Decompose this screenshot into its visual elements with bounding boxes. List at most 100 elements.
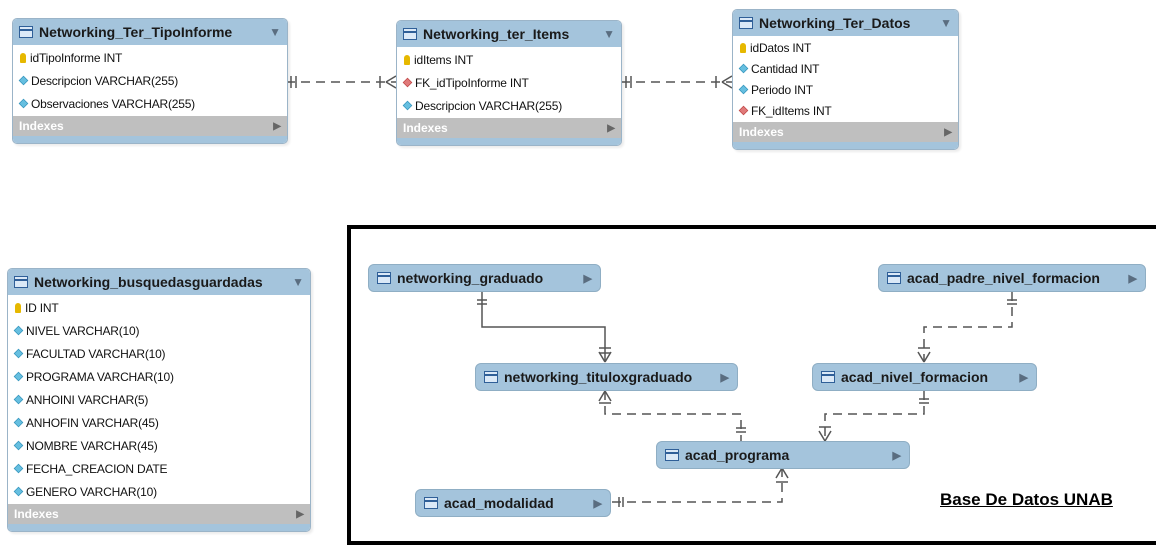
indexes-bar[interactable]: Indexes ▶ bbox=[8, 504, 310, 524]
expand-arrow-icon[interactable]: ▶ bbox=[273, 120, 281, 132]
rel-graduado-titulo bbox=[481, 292, 606, 362]
indexes-label: Indexes bbox=[403, 121, 448, 135]
column-label: Descripcion VARCHAR(255) bbox=[31, 73, 179, 88]
indexes-bar[interactable]: Indexes ▶ bbox=[13, 116, 287, 136]
table-acad-nivel-formacion[interactable]: acad_nivel_formacion ▶ bbox=[812, 363, 1037, 391]
column-row[interactable]: idDatos INT bbox=[733, 37, 958, 58]
expand-arrow-icon[interactable]: ▶ bbox=[296, 508, 304, 520]
primary-key-icon bbox=[15, 302, 21, 313]
table-icon bbox=[377, 272, 391, 284]
table-acad-programa[interactable]: acad_programa ▶ bbox=[656, 441, 910, 469]
expand-arrow-icon[interactable]: ▶ bbox=[1128, 272, 1137, 285]
column-label: idItems INT bbox=[414, 52, 474, 67]
column-icon bbox=[13, 325, 24, 336]
expand-arrow-icon[interactable]: ▶ bbox=[593, 497, 602, 510]
entity-tipo-informe[interactable]: Networking_Ter_TipoInforme ▼ idTipoInfor… bbox=[12, 18, 288, 144]
entity-title: Networking_ter_Items bbox=[423, 26, 570, 42]
indexes-bar[interactable]: Indexes ▶ bbox=[733, 122, 958, 142]
column-row[interactable]: Cantidad INT bbox=[733, 58, 958, 79]
primary-key-icon bbox=[20, 52, 26, 63]
table-title: networking_tituloxgraduado bbox=[504, 369, 693, 385]
column-row[interactable]: Descripcion VARCHAR(255) bbox=[13, 69, 287, 92]
column-icon bbox=[18, 98, 29, 109]
expand-arrow-icon[interactable]: ▶ bbox=[944, 126, 952, 138]
column-label: idDatos INT bbox=[750, 40, 812, 55]
entity-footer bbox=[8, 524, 310, 531]
entity-header[interactable]: Networking_busquedasguardadas ▼ bbox=[8, 269, 310, 295]
column-label: Cantidad INT bbox=[751, 61, 820, 76]
column-row[interactable]: ID INT bbox=[8, 296, 310, 319]
indexes-bar[interactable]: Indexes ▶ bbox=[397, 118, 621, 138]
column-row[interactable]: Observaciones VARCHAR(255) bbox=[13, 92, 287, 115]
column-row[interactable]: PROGRAMA VARCHAR(10) bbox=[8, 365, 310, 388]
column-icon bbox=[18, 75, 29, 86]
column-icon bbox=[13, 371, 24, 382]
table-icon bbox=[665, 449, 679, 461]
column-icon bbox=[402, 100, 413, 111]
entity-header[interactable]: Networking_Ter_TipoInforme ▼ bbox=[13, 19, 287, 45]
column-label: Observaciones VARCHAR(255) bbox=[31, 96, 195, 111]
chevron-down-icon[interactable]: ▼ bbox=[269, 25, 281, 39]
column-row[interactable]: NOMBRE VARCHAR(45) bbox=[8, 434, 310, 457]
expand-arrow-icon[interactable]: ▶ bbox=[583, 272, 592, 285]
relationship-lines bbox=[286, 75, 1017, 507]
indexes-label: Indexes bbox=[19, 119, 64, 133]
table-title: acad_modalidad bbox=[444, 495, 554, 511]
column-label: Descripcion VARCHAR(255) bbox=[415, 98, 563, 113]
column-row[interactable]: Periodo INT bbox=[733, 79, 958, 100]
column-row[interactable]: idItems INT bbox=[397, 48, 621, 71]
column-row[interactable]: idTipoInforme INT bbox=[13, 46, 287, 69]
indexes-label: Indexes bbox=[14, 507, 59, 521]
column-row[interactable]: FACULTAD VARCHAR(10) bbox=[8, 342, 310, 365]
entity-title: Networking_Ter_TipoInforme bbox=[39, 24, 233, 40]
foreign-key-icon bbox=[738, 105, 749, 116]
table-acad-padre-nivel-formacion[interactable]: acad_padre_nivel_formacion ▶ bbox=[878, 264, 1146, 292]
foreign-key-icon bbox=[402, 77, 413, 88]
column-row[interactable]: NIVEL VARCHAR(10) bbox=[8, 319, 310, 342]
expand-arrow-icon[interactable]: ▶ bbox=[720, 371, 729, 384]
chevron-down-icon[interactable]: ▼ bbox=[940, 16, 952, 30]
chevron-down-icon[interactable]: ▼ bbox=[603, 27, 615, 41]
indexes-label: Indexes bbox=[739, 125, 784, 139]
entity-ter-items[interactable]: Networking_ter_Items ▼ idItems INT FK_id… bbox=[396, 20, 622, 146]
column-label: Periodo INT bbox=[751, 82, 813, 97]
column-icon bbox=[13, 463, 24, 474]
table-icon bbox=[403, 28, 417, 40]
table-icon bbox=[739, 17, 753, 29]
column-row[interactable]: FK_idItems INT bbox=[733, 100, 958, 121]
column-row[interactable]: ANHOINI VARCHAR(5) bbox=[8, 388, 310, 411]
entity-header[interactable]: Networking_Ter_Datos ▼ bbox=[733, 10, 958, 36]
entity-footer bbox=[733, 142, 958, 149]
column-row[interactable]: Descripcion VARCHAR(255) bbox=[397, 94, 621, 117]
expand-arrow-icon[interactable]: ▶ bbox=[892, 449, 901, 462]
column-row[interactable]: FECHA_CREACION DATE bbox=[8, 457, 310, 480]
entity-busquedas-guardadas[interactable]: Networking_busquedasguardadas ▼ ID INT N… bbox=[7, 268, 311, 532]
column-icon bbox=[13, 440, 24, 451]
column-label: NOMBRE VARCHAR(45) bbox=[26, 438, 158, 453]
entity-ter-datos[interactable]: Networking_Ter_Datos ▼ idDatos INT Canti… bbox=[732, 9, 959, 150]
column-label: ANHOINI VARCHAR(5) bbox=[26, 392, 149, 407]
column-row[interactable]: FK_idTipoInforme INT bbox=[397, 71, 621, 94]
table-icon bbox=[19, 26, 33, 38]
table-title: acad_nivel_formacion bbox=[841, 369, 989, 385]
column-row[interactable]: ANHOFIN VARCHAR(45) bbox=[8, 411, 310, 434]
table-icon bbox=[887, 272, 901, 284]
column-label: GENERO VARCHAR(10) bbox=[26, 484, 157, 499]
table-networking-graduado[interactable]: networking_graduado ▶ bbox=[368, 264, 601, 292]
expand-arrow-icon[interactable]: ▶ bbox=[1019, 371, 1028, 384]
column-icon bbox=[13, 417, 24, 428]
entity-header[interactable]: Networking_ter_Items ▼ bbox=[397, 21, 621, 47]
column-label: PROGRAMA VARCHAR(10) bbox=[26, 369, 174, 384]
table-networking-tituloxgraduado[interactable]: networking_tituloxgraduado ▶ bbox=[475, 363, 738, 391]
chevron-down-icon[interactable]: ▼ bbox=[292, 275, 304, 289]
column-icon bbox=[738, 84, 749, 95]
entity-title: Networking_busquedasguardadas bbox=[34, 274, 263, 290]
column-row[interactable]: GENERO VARCHAR(10) bbox=[8, 480, 310, 503]
table-icon bbox=[484, 371, 498, 383]
table-acad-modalidad[interactable]: acad_modalidad ▶ bbox=[415, 489, 611, 517]
table-title: acad_padre_nivel_formacion bbox=[907, 270, 1100, 286]
table-icon bbox=[821, 371, 835, 383]
table-title: acad_programa bbox=[685, 447, 790, 463]
column-label: FK_idItems INT bbox=[751, 103, 832, 118]
expand-arrow-icon[interactable]: ▶ bbox=[607, 122, 615, 134]
